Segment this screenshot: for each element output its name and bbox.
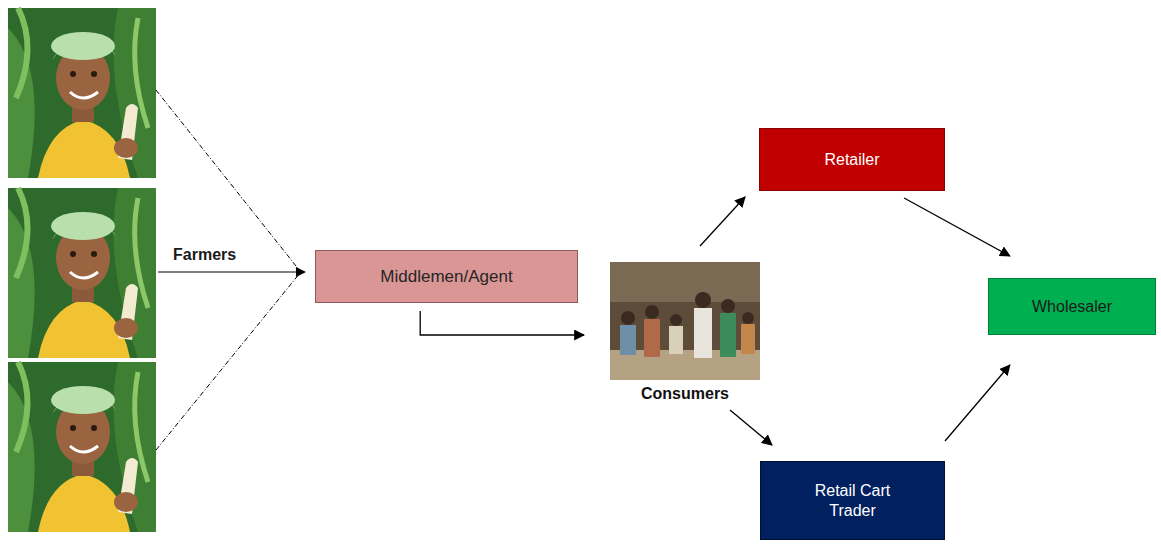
node-text: Consumers: [641, 384, 729, 404]
farmer-photo: [8, 8, 156, 178]
flow-arrow: [945, 365, 1010, 441]
node-text: Middlemen/Agent: [380, 266, 512, 287]
agent-box: Middlemen/Agent: [315, 250, 578, 303]
wholesaler-box: Wholesaler: [988, 278, 1156, 335]
consumer-group: Consumers: [610, 262, 760, 408]
leader-line: [158, 271, 298, 272]
flow-arrow: [700, 197, 745, 246]
arrow-head: [296, 267, 306, 277]
flow-arrow: [904, 198, 1010, 256]
flow-arrow: [730, 410, 772, 445]
leader-line: [156, 273, 300, 450]
flow-arrow: [420, 311, 584, 335]
farmer-photo: [8, 188, 156, 358]
node-text: Retail Cart Trader: [803, 481, 903, 521]
node-text: Retailer: [824, 150, 879, 170]
retailer-box: Retailer: [759, 128, 945, 191]
cart-trader-box: Retail Cart Trader: [760, 461, 945, 540]
node-text: Wholesaler: [1032, 297, 1112, 317]
group-label: Farmers: [173, 246, 236, 264]
consumers-photo: [610, 262, 760, 380]
farmer-photo: [8, 362, 156, 532]
leader-line: [156, 90, 300, 271]
